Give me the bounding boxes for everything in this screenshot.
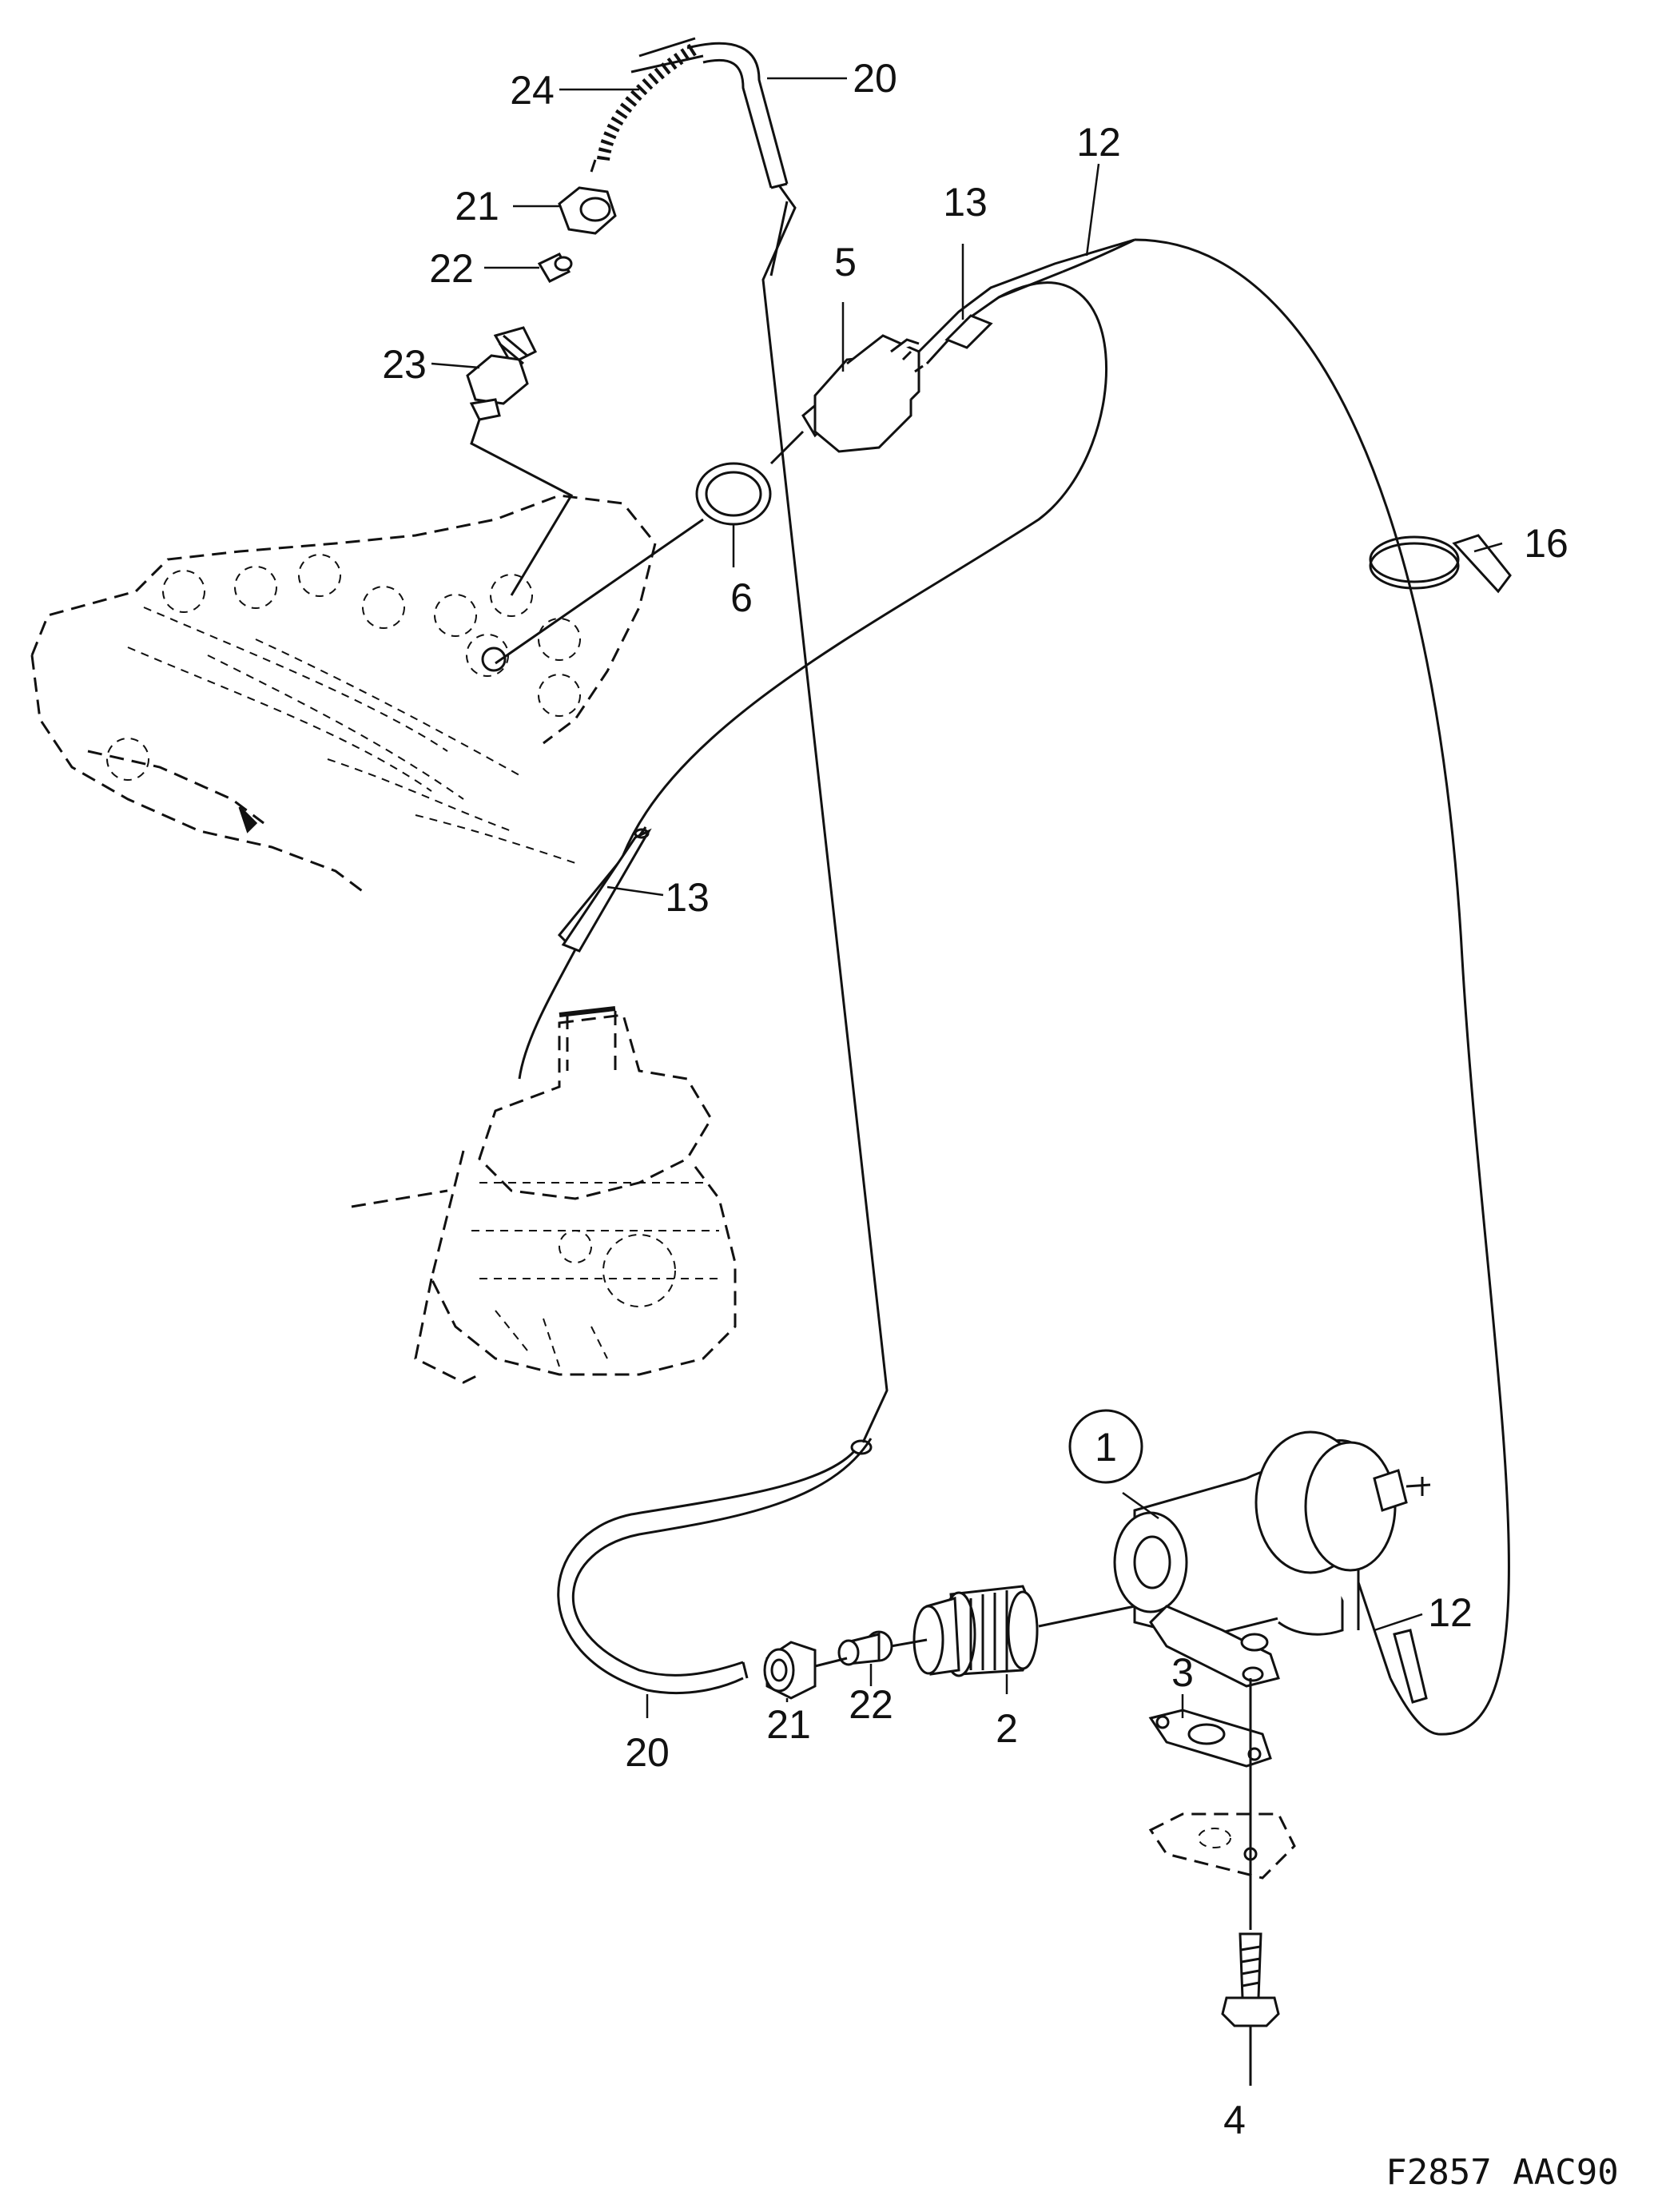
nipple-union-2	[912, 1585, 1135, 1677]
callout-20-lower: 20	[625, 1730, 670, 1775]
callout-1-circle	[1068, 1409, 1143, 1484]
gasket-3	[1148, 1709, 1272, 1768]
upper-nut-21	[558, 186, 617, 235]
vacuum-unit-1	[1113, 1430, 1431, 1688]
cable-tie-16	[1369, 534, 1512, 594]
callout-12-top: 12	[1076, 120, 1121, 165]
lower-sleeve-22	[837, 1630, 893, 1666]
spring-sleeve-24	[590, 37, 704, 173]
lower-nut-21	[763, 1641, 817, 1700]
callout-16: 16	[1524, 521, 1569, 566]
intake-manifold-outline	[30, 494, 657, 897]
callout-20-top: 20	[853, 56, 897, 101]
callout-21-top: 21	[455, 184, 499, 229]
vacuum-hose	[557, 42, 889, 1695]
callout-5: 5	[834, 240, 857, 284]
callout-4: 4	[1223, 2098, 1246, 2142]
callout-23: 23	[382, 342, 427, 387]
union-to-manifold-line	[470, 419, 574, 596]
sleeve-13-lower	[557, 826, 652, 953]
sensor-axis-line	[495, 430, 805, 665]
connector-union-23	[466, 326, 538, 421]
callout-3: 3	[1171, 1650, 1194, 1695]
callout-13-top: 13	[943, 180, 988, 225]
callout-24: 24	[510, 68, 555, 113]
mounting-bracket	[1148, 1812, 1296, 1880]
wire-end-sleeve-12	[1393, 1629, 1428, 1704]
upper-sleeve-22	[537, 253, 573, 283]
wiring-harness-12	[518, 238, 1510, 1736]
carburettor-outline	[351, 1006, 737, 1384]
callout-2: 2	[996, 1706, 1018, 1751]
sleeve-13-upper	[944, 314, 993, 349]
vacuum-sensor-5	[801, 334, 924, 453]
callout-21-lower: 21	[766, 1702, 811, 1747]
callout-22-lower: 22	[849, 1682, 893, 1727]
callout-6: 6	[730, 575, 753, 620]
o-ring-6	[695, 462, 772, 526]
bolt-4	[1221, 1678, 1280, 2086]
callout-labels: 1 2 3 4 5 6 12 12 13 13 16 20 20 21 21 2…	[382, 56, 1569, 2142]
figure-code: F2857 AAC90	[1386, 2152, 1618, 2193]
leader-lines	[431, 77, 1503, 1718]
callout-12-lower: 12	[1428, 1590, 1473, 1635]
callout-22-top: 22	[429, 246, 474, 291]
lower-fitting-axis	[814, 1638, 928, 1668]
callout-13-lower: 13	[665, 875, 710, 920]
callout-1: 1	[1095, 1425, 1117, 1470]
